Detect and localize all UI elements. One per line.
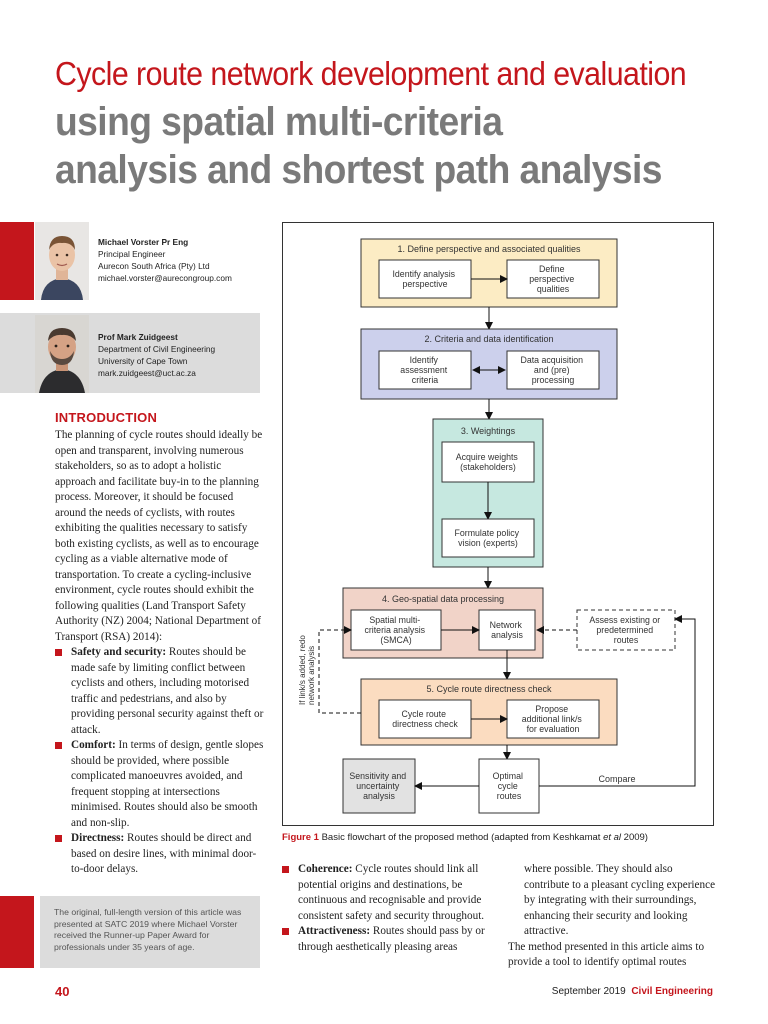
step2-left-text: Identify assessment criteria	[400, 355, 449, 385]
author-role: Principal Engineer	[98, 249, 166, 259]
article-title-line2-3: using spatial multi-criteria analysis an…	[55, 98, 706, 194]
step5-title: 5. Cycle route directness check	[426, 684, 552, 694]
author-email: mark.zuidgeest@uct.ac.za	[98, 368, 196, 378]
step1-left-text: Identify analysis perspective	[392, 269, 457, 289]
step5-left-box	[378, 699, 472, 739]
list-item: Comfort: In terms of design, gentle slop…	[55, 738, 265, 831]
list-item: Directness: Routes should be direct and …	[55, 831, 265, 878]
figure-label: Figure 1	[282, 832, 319, 843]
sensitivity-box	[342, 758, 416, 814]
optimal-routes-box	[478, 758, 540, 814]
step5-right-box	[506, 699, 600, 739]
author-org: University of Cape Town	[98, 356, 188, 366]
assess-routes-text: Assess existing or predetermined routes	[589, 615, 662, 645]
step5-right-text: Propose additional link/s for evaluation	[522, 704, 585, 734]
list-item: Safety and security: Routes should be ma…	[55, 645, 265, 738]
compare-loop-line	[539, 615, 696, 787]
red-margin-bar-top	[0, 222, 34, 300]
step3-bottom-text: Formulate policy vision (experts)	[455, 528, 522, 548]
step1-right-box	[506, 259, 600, 299]
flowchart-svg: 1. Define perspective and associated qua…	[298, 238, 696, 814]
sensitivity-text: Sensitivity and uncertainty analysis	[349, 771, 408, 801]
presentation-note: The original, full-length version of thi…	[40, 896, 260, 968]
step4-left-text: Spatial multi- criteria analysis (SMCA)	[364, 615, 427, 645]
author-role: Department of Civil Engineering	[98, 344, 216, 354]
author-photo-vorster	[35, 222, 89, 300]
body-column-2: Coherence: Cycle routes should link all …	[282, 862, 492, 955]
compare-label: Compare	[598, 774, 635, 784]
redo-loop-line	[318, 626, 361, 714]
step3-top-box	[441, 441, 535, 483]
bullet-square-icon	[282, 866, 289, 873]
assess-routes-box	[576, 609, 676, 651]
list-item: Coherence: Cycle routes should link all …	[282, 862, 492, 924]
magazine-name: Civil Engineering	[631, 986, 713, 997]
article-title-line2: using spatial multi-criteria	[55, 100, 503, 144]
step2-left-box	[378, 350, 472, 390]
author-info-zuidgeest: Prof Mark Zuidgeest Department of Civil …	[98, 331, 215, 379]
section-heading-introduction: INTRODUCTION	[55, 410, 158, 425]
qualities-list-continued: Coherence: Cycle routes should link all …	[282, 862, 492, 955]
step1-left-box	[378, 259, 472, 299]
step3-bottom-box	[441, 518, 535, 558]
red-margin-bar-bottom	[0, 896, 34, 968]
list-item: Attractiveness: Routes should pass by or…	[282, 924, 492, 955]
author-photo-zuidgeest	[35, 315, 89, 393]
step2-right-text: Data acquisition and (pre) processing	[520, 355, 585, 385]
footer-publication: September 2019 Civil Engineering	[552, 986, 713, 997]
optimal-routes-text: Optimal cycle routes	[493, 771, 526, 801]
article-title-line3: analysis and shortest path analysis	[55, 148, 662, 192]
body-column-1: The planning of cycle routes should idea…	[55, 428, 265, 878]
redo-network-label: If link/s added, redo network analysis	[298, 633, 316, 705]
author-name: Prof Mark Zuidgeest	[98, 332, 178, 342]
bullet-square-icon	[55, 835, 62, 842]
bullet-square-icon	[55, 742, 62, 749]
step4-title: 4. Geo-spatial data processing	[382, 594, 504, 604]
step4-left-box	[350, 609, 442, 651]
step2-right-box	[506, 350, 600, 390]
step1-right-text: Define perspective qualities	[529, 264, 576, 294]
qualities-list: Safety and security: Routes should be ma…	[55, 645, 265, 878]
author-org: Aurecon South Africa (Pty) Ltd	[98, 261, 210, 271]
author-name: Michael Vorster Pr Eng	[98, 237, 189, 247]
figure-1-flowchart: 1. Define perspective and associated qua…	[282, 222, 714, 826]
body-column-3: where possible. They should also contrib…	[508, 862, 718, 971]
grey-band-author2	[0, 313, 34, 393]
step2-title: 2. Criteria and data identification	[424, 334, 553, 344]
step4-right-text: Network analysis	[490, 620, 525, 640]
step3-title: 3. Weightings	[461, 426, 516, 436]
method-paragraph: The method presented in this article aim…	[508, 940, 705, 969]
step4-right-box	[478, 609, 536, 651]
author-email: michael.vorster@aurecongroup.com	[98, 273, 232, 283]
step5-left-text: Cycle route directness check	[392, 709, 458, 729]
bullet-continuation: where possible. They should also contrib…	[524, 863, 716, 937]
article-title-line1: Cycle route network development and eval…	[55, 55, 687, 92]
step1-title: 1. Define perspective and associated qua…	[397, 244, 581, 254]
author-info-vorster: Michael Vorster Pr Eng Principal Enginee…	[98, 236, 232, 284]
step3-top-text: Acquire weights (stakeholders)	[456, 452, 521, 472]
page-number: 40	[55, 984, 70, 999]
bullet-square-icon	[55, 649, 62, 656]
intro-paragraph: The planning of cycle routes should idea…	[55, 429, 263, 643]
issue-date: September 2019	[551, 986, 626, 997]
bullet-square-icon	[282, 928, 289, 935]
figure-caption: Figure 1 Basic flowchart of the proposed…	[282, 832, 648, 843]
